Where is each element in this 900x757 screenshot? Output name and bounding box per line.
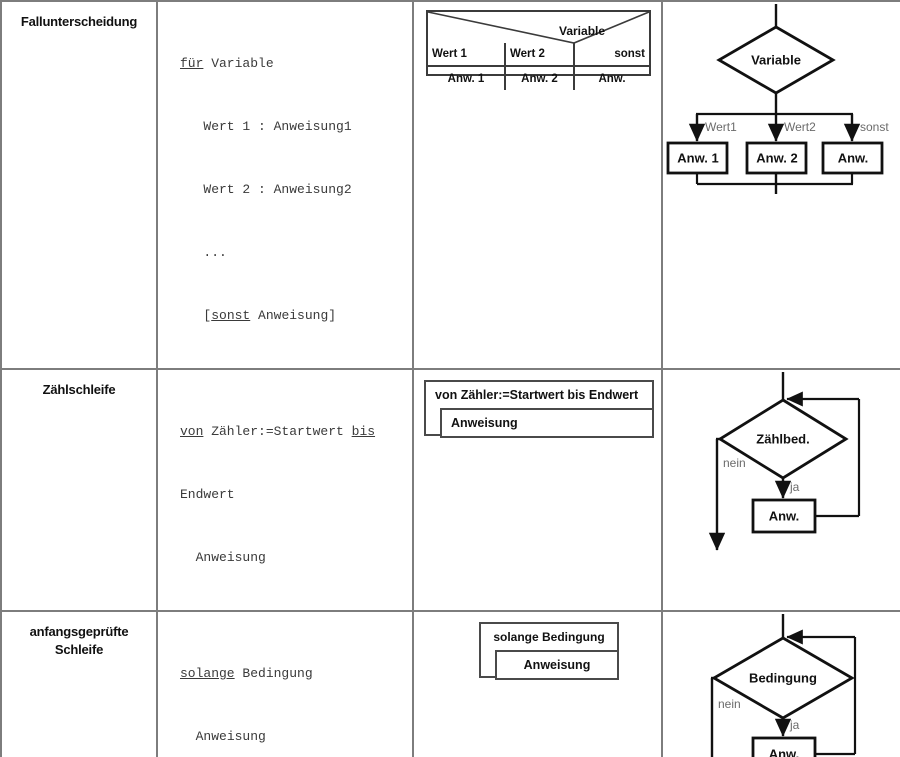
- construct-name-line-1: anfangsgeprüfte: [29, 624, 129, 639]
- case-label-1: Wert 1: [432, 48, 467, 60]
- row-name-cell: Fallunterscheidung: [0, 0, 158, 370]
- flow-action-label: Anw.: [768, 746, 800, 757]
- flow-true-label: ja: [790, 718, 800, 732]
- flow-action-1: Anw. 1: [677, 150, 719, 166]
- row-name-cell: anfangsgeprüfte Schleife: [0, 610, 158, 757]
- case-label-3: sonst: [614, 48, 645, 60]
- loop-outer-box: solange Bedingung Anweisung: [479, 622, 619, 680]
- pseudocode-line: ...: [180, 242, 412, 263]
- construct-name: Zählschleife: [42, 382, 116, 397]
- row-struktogramm-cell: Wert 1 Wert 2 sonst Anw. 1 Anw. 2 Anw. V…: [412, 0, 663, 370]
- pseudocode-line: von Zähler:=Startwert bis: [180, 421, 412, 442]
- case-action-3: Anw.: [575, 65, 649, 90]
- struktogramm-while-loop: solange Bedingung Anweisung: [414, 612, 661, 757]
- pseudocode-block: solange Bedingung Anweisung: [158, 612, 412, 757]
- table-row: Fallunterscheidung für Variable Wert 1 :…: [0, 0, 900, 370]
- loop-body-label: Anweisung: [523, 658, 591, 672]
- pseudocode-line: für Variable: [180, 53, 412, 74]
- case-separator: [504, 43, 506, 90]
- case-separator: [573, 43, 575, 90]
- code-text: Anweisung: [195, 729, 266, 744]
- code-text: Zähler:=Startwert: [203, 424, 352, 439]
- pseudocode-line: Endwert: [180, 484, 412, 505]
- flowchart-pre-test-loop: Bedingung Anw. nein ja: [663, 612, 900, 757]
- loop-header-label: von Zähler:=Startwert bis Endwert: [435, 388, 639, 402]
- flow-decision-label: Bedingung: [749, 670, 817, 686]
- flow-decision-label: Variable: [751, 52, 801, 68]
- row-flowchart-cell: Variable Anw. 1 Anw. 2 Anw. Wert1 Wert2 …: [661, 0, 900, 370]
- loop-outer-box: von Zähler:=Startwert bis Endwert Anweis…: [424, 380, 654, 438]
- flow-branch-label-1: Wert1: [705, 120, 737, 134]
- flow-false-label: nein: [723, 456, 746, 470]
- flow-action-2: Anw. 2: [756, 150, 798, 166]
- pseudocode-line: Anweisung: [180, 547, 412, 568]
- case-label-2: Wert 2: [510, 48, 545, 60]
- code-text: Variable: [203, 56, 274, 71]
- row-flowchart-cell: Bedingung Anw. nein ja: [661, 610, 900, 757]
- keyword: für: [180, 56, 204, 71]
- keyword: sonst: [211, 308, 251, 323]
- code-text: Wert 1 : Anweisung1: [203, 119, 352, 134]
- flowchart-while-loop-diagram: [710, 614, 857, 757]
- construct-name-line-2: Schleife: [54, 642, 104, 657]
- keyword: von: [180, 424, 204, 439]
- row-struktogramm-cell: von Zähler:=Startwert bis Endwert Anweis…: [412, 368, 663, 612]
- pseudocode-line: Anweisung: [180, 726, 412, 747]
- keyword: solange: [180, 666, 235, 681]
- row-struktogramm-cell: solange Bedingung Anweisung: [412, 610, 663, 757]
- flowchart-case: Variable Anw. 1 Anw. 2 Anw. Wert1 Wert2 …: [663, 2, 900, 194]
- row-pseudocode-cell: von Zähler:=Startwert bis Endwert Anweis…: [156, 368, 414, 612]
- row-pseudocode-cell: für Variable Wert 1 : Anweisung1 Wert 2 …: [156, 0, 414, 370]
- loop-body-box: Anweisung: [495, 650, 619, 680]
- pseudocode-block: für Variable Wert 1 : Anweisung1 Wert 2 …: [158, 2, 412, 368]
- pseudocode-line: [sonst Anweisung]: [180, 308, 337, 323]
- code-text: Anweisung: [195, 550, 266, 565]
- code-text: Bedingung: [234, 666, 313, 681]
- flow-decision-label: Zählbed.: [756, 431, 810, 447]
- pseudocode-block: von Zähler:=Startwert bis Endwert Anweis…: [158, 370, 412, 610]
- code-text: ...: [203, 245, 227, 260]
- case-action-2: Anw. 2: [506, 65, 573, 90]
- construct-name: Fallunterscheidung: [20, 14, 138, 29]
- flow-false-label: nein: [718, 697, 741, 711]
- flow-true-label: ja: [790, 480, 800, 494]
- pseudocode-line: Wert 2 : Anweisung2: [180, 179, 412, 200]
- code-text: Endwert: [180, 487, 235, 502]
- table-row: Zählschleife von Zähler:=Startwert bis E…: [0, 368, 900, 612]
- pseudocode-line: solange Bedingung: [180, 663, 412, 684]
- flow-branch-label-2: Wert2: [784, 120, 816, 134]
- construct-name: anfangsgeprüfte Schleife: [2, 612, 156, 659]
- row-flowchart-cell: Zählbed. Anw. nein ja: [661, 368, 900, 612]
- loop-body-label: Anweisung: [451, 416, 518, 430]
- flowchart-pre-test-loop: Zählbed. Anw. nein ja: [663, 370, 900, 557]
- loop-body-box: Anweisung: [440, 408, 654, 438]
- case-selector-label: Variable: [559, 24, 606, 38]
- flow-action-3: Anw.: [837, 150, 869, 166]
- struktogramm-count-loop: von Zähler:=Startwert bis Endwert Anweis…: [414, 370, 661, 557]
- keyword-2: bis: [351, 424, 376, 439]
- case-structogram: Wert 1 Wert 2 sonst Anw. 1 Anw. 2 Anw. V…: [426, 10, 651, 90]
- table-row: anfangsgeprüfte Schleife solange Bedingu…: [0, 610, 900, 757]
- flow-branch-label-3: sonst: [860, 120, 889, 134]
- flow-action-label: Anw.: [768, 508, 800, 524]
- code-text: Wert 2 : Anweisung2: [203, 182, 352, 197]
- flowchart-pre-test-loop-diagram: [708, 372, 861, 551]
- row-name-cell: Zählschleife: [0, 368, 158, 612]
- row-pseudocode-cell: solange Bedingung Anweisung: [156, 610, 414, 757]
- loop-header-label: solange Bedingung: [493, 630, 605, 644]
- flowchart-case-diagram: [666, 4, 884, 194]
- pseudocode-line: Wert 1 : Anweisung1: [180, 116, 412, 137]
- case-action-1: Anw. 1: [428, 65, 504, 90]
- struktogramm-case: Wert 1 Wert 2 sonst Anw. 1 Anw. 2 Anw. V…: [414, 2, 661, 194]
